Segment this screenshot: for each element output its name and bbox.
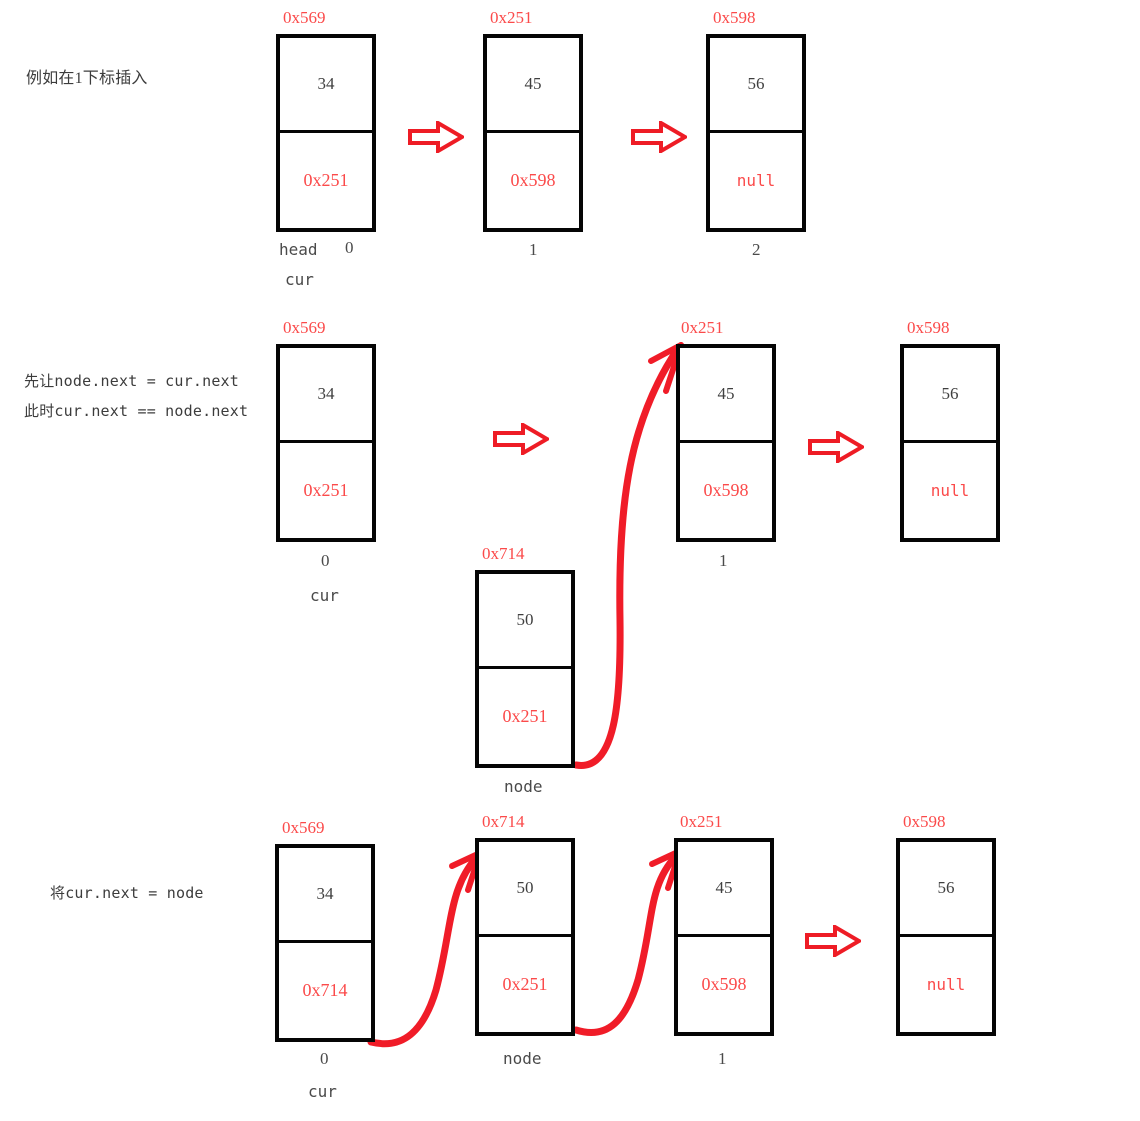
node-next-pointer: 0x598 — [703, 480, 749, 500]
cur-pointer-label-r1: cur — [285, 270, 314, 289]
list-node-r3-n1: 34 0x714 — [275, 844, 375, 1042]
list-node-r2-n1: 34 0x251 — [276, 344, 376, 542]
node-value: 34 — [280, 38, 372, 133]
node-pointer-label-r3: node — [503, 1049, 542, 1068]
node-index-label-r2-n2: 1 — [719, 551, 728, 570]
list-node-r1-n3: 56 null — [706, 34, 806, 232]
node-index-label-r1-n2: 1 — [529, 240, 538, 259]
address-label-r3-node: 0x714 — [482, 812, 525, 831]
curved-link-arrow-row3-b — [572, 848, 683, 1037]
node-pointer-label-r2: node — [504, 777, 543, 796]
list-node-r2-n3: 56 null — [900, 344, 1000, 542]
node-value: 45 — [487, 38, 579, 133]
list-node-r1-n1: 34 0x251 — [276, 34, 376, 232]
address-label-r3-n3: 0x598 — [903, 812, 946, 831]
node-next-pointer: null — [736, 171, 776, 190]
block-arrow-icon-r2-a — [493, 423, 549, 455]
list-node-r1-n2: 45 0x598 — [483, 34, 583, 232]
list-node-r3-n2: 45 0x598 — [674, 838, 774, 1036]
node-value: 34 — [280, 348, 372, 443]
node-index-label-r2-n1: 0 — [321, 551, 330, 570]
node-value: 56 — [710, 38, 802, 133]
node-index-label-r1-n1: 0 — [345, 238, 354, 257]
node-next-pointer: 0x251 — [303, 480, 349, 500]
list-node-r3-new: 50 0x251 — [475, 838, 575, 1036]
node-value: 56 — [904, 348, 996, 443]
block-arrow-icon-r2-b — [808, 431, 864, 463]
node-value: 45 — [678, 842, 770, 937]
block-arrow-icon-r1-b — [631, 121, 687, 153]
list-node-r3-n3: 56 null — [896, 838, 996, 1036]
node-next-pointer: 0x598 — [701, 974, 747, 994]
node-value: 45 — [680, 348, 772, 443]
step-2-note-line-1: 先让node.next = cur.next — [24, 372, 240, 390]
curved-link-arrow-row2 — [572, 342, 684, 769]
address-label-r2-node: 0x714 — [482, 544, 525, 563]
node-index-label-r3-n1: 0 — [320, 1049, 329, 1068]
head-pointer-label-r1: head — [279, 240, 318, 259]
address-label-r2-n2: 0x251 — [681, 318, 724, 337]
node-next-pointer: null — [930, 481, 970, 500]
node-next-pointer: null — [926, 975, 966, 994]
step-2-note-line-2: 此时cur.next == node.next — [24, 402, 249, 420]
step-3-note: 将cur.next = node — [50, 884, 204, 902]
node-value: 34 — [279, 848, 371, 943]
cur-pointer-label-r2: cur — [310, 586, 339, 605]
block-arrow-icon-r3 — [805, 925, 861, 957]
list-node-r2-new: 50 0x251 — [475, 570, 575, 768]
node-index-label-r1-n3: 2 — [752, 240, 761, 259]
node-next-pointer: 0x251 — [502, 706, 548, 726]
block-arrow-icon-r1-a — [408, 121, 464, 153]
step-1-note: 例如在1下标插入 — [26, 70, 148, 87]
node-next-pointer: 0x598 — [510, 170, 556, 190]
address-label-r1-n3: 0x598 — [713, 8, 756, 27]
address-label-r3-n2: 0x251 — [680, 812, 723, 831]
address-label-r2-n1: 0x569 — [283, 318, 326, 337]
node-next-pointer: 0x714 — [302, 980, 348, 1000]
address-label-r1-n1: 0x569 — [283, 8, 326, 27]
node-index-label-r3-n2: 1 — [718, 1049, 727, 1068]
node-value: 50 — [479, 574, 571, 669]
address-label-r2-n3: 0x598 — [907, 318, 950, 337]
node-value: 56 — [900, 842, 992, 937]
node-next-pointer: 0x251 — [303, 170, 349, 190]
node-next-pointer: 0x251 — [502, 974, 548, 994]
node-value: 50 — [479, 842, 571, 937]
curved-link-arrow-row3-a — [367, 850, 483, 1048]
address-label-r3-n1: 0x569 — [282, 818, 325, 837]
list-node-r2-n2: 45 0x598 — [676, 344, 776, 542]
cur-pointer-label-r3: cur — [308, 1082, 337, 1101]
address-label-r1-n2: 0x251 — [490, 8, 533, 27]
